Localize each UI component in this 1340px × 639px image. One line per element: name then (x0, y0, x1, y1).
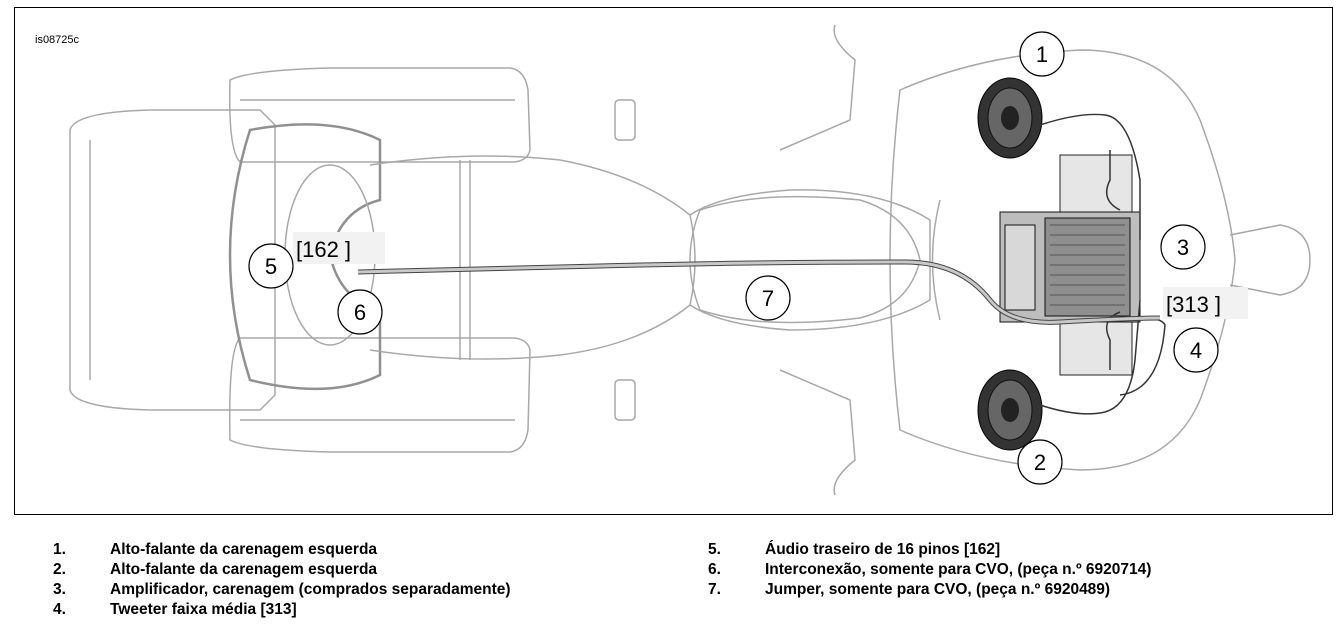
legend-text: Tweeter faixa média [313] (110, 601, 297, 618)
legend-num: 7. (708, 581, 721, 598)
legend-item: 4. Tweeter faixa média [313] (53, 600, 511, 620)
callout-1: 1 (1036, 42, 1048, 67)
amplifier (999, 154, 1141, 376)
right-fairing-speaker (977, 369, 1043, 451)
legend-text: Amplificador, carenagem (comprados separ… (110, 581, 511, 598)
callout-4-circle (1173, 327, 1219, 373)
callout-7-circle (745, 275, 791, 321)
connector-313-box (1163, 287, 1248, 319)
motorcycle-wiring-diagram: [162 ] [313 ] 1 2 3 4 5 6 7 (69, 24, 1311, 496)
legend-text: Alto-falante da carenagem esquerda (110, 561, 378, 578)
legend-item: 3. Amplificador, carenagem (comprados sep… (53, 580, 511, 600)
callout-1-circle (1019, 31, 1065, 77)
legend-text: Jumper, somente para CVO, (peça n.º 6920… (765, 581, 1111, 598)
jumper-harness (357, 260, 1161, 324)
legend-text: Alto-falante da carenagem esquerda (110, 541, 378, 558)
legend-item: 2. Alto-falante da carenagem esquerda (53, 560, 511, 580)
left-fairing-speaker (977, 77, 1043, 159)
callout-4: 4 (1190, 338, 1202, 363)
connector-313-label: [313 ] (1166, 292, 1221, 317)
legend-text: Interconexão, somente para CVO, (peça n.… (765, 561, 1152, 578)
legend-right-column: 5. Áudio traseiro de 16 pinos [162] 6. Int… (708, 540, 1151, 600)
connector-162-label: [162 ] (296, 237, 351, 262)
legend-num: 2. (53, 561, 66, 578)
connector-162-box (293, 232, 385, 264)
callout-2: 2 (1034, 450, 1046, 475)
callout-3: 3 (1177, 235, 1189, 260)
legend-left-column: 1. Alto-falante da carenagem esquerda 2. A… (53, 540, 511, 620)
callout-5-circle (248, 243, 294, 289)
figure-id: is08725c (35, 34, 80, 46)
callout-2-circle (1017, 439, 1063, 485)
legend-item: 5. Áudio traseiro de 16 pinos [162] (708, 540, 1151, 560)
callout-6: 6 (354, 300, 366, 325)
legend-item: 6. Interconexão, somente para CVO, (peça … (708, 560, 1151, 580)
legend-text: Áudio traseiro de 16 pinos [162] (765, 541, 1001, 558)
legend-item: 1. Alto-falante da carenagem esquerda (53, 540, 511, 560)
legend-num: 4. (53, 601, 66, 618)
callout-7: 7 (762, 286, 774, 311)
legend-num: 3. (53, 581, 66, 598)
callout-5: 5 (265, 254, 277, 279)
legend-num: 5. (708, 541, 721, 558)
legend-num: 6. (708, 561, 721, 578)
callout-3-circle (1160, 224, 1206, 270)
callout-6-circle (337, 289, 383, 335)
legend-num: 1. (53, 541, 66, 558)
legend-item: 7. Jumper, somente para CVO, (peça n.º 69… (708, 580, 1151, 600)
